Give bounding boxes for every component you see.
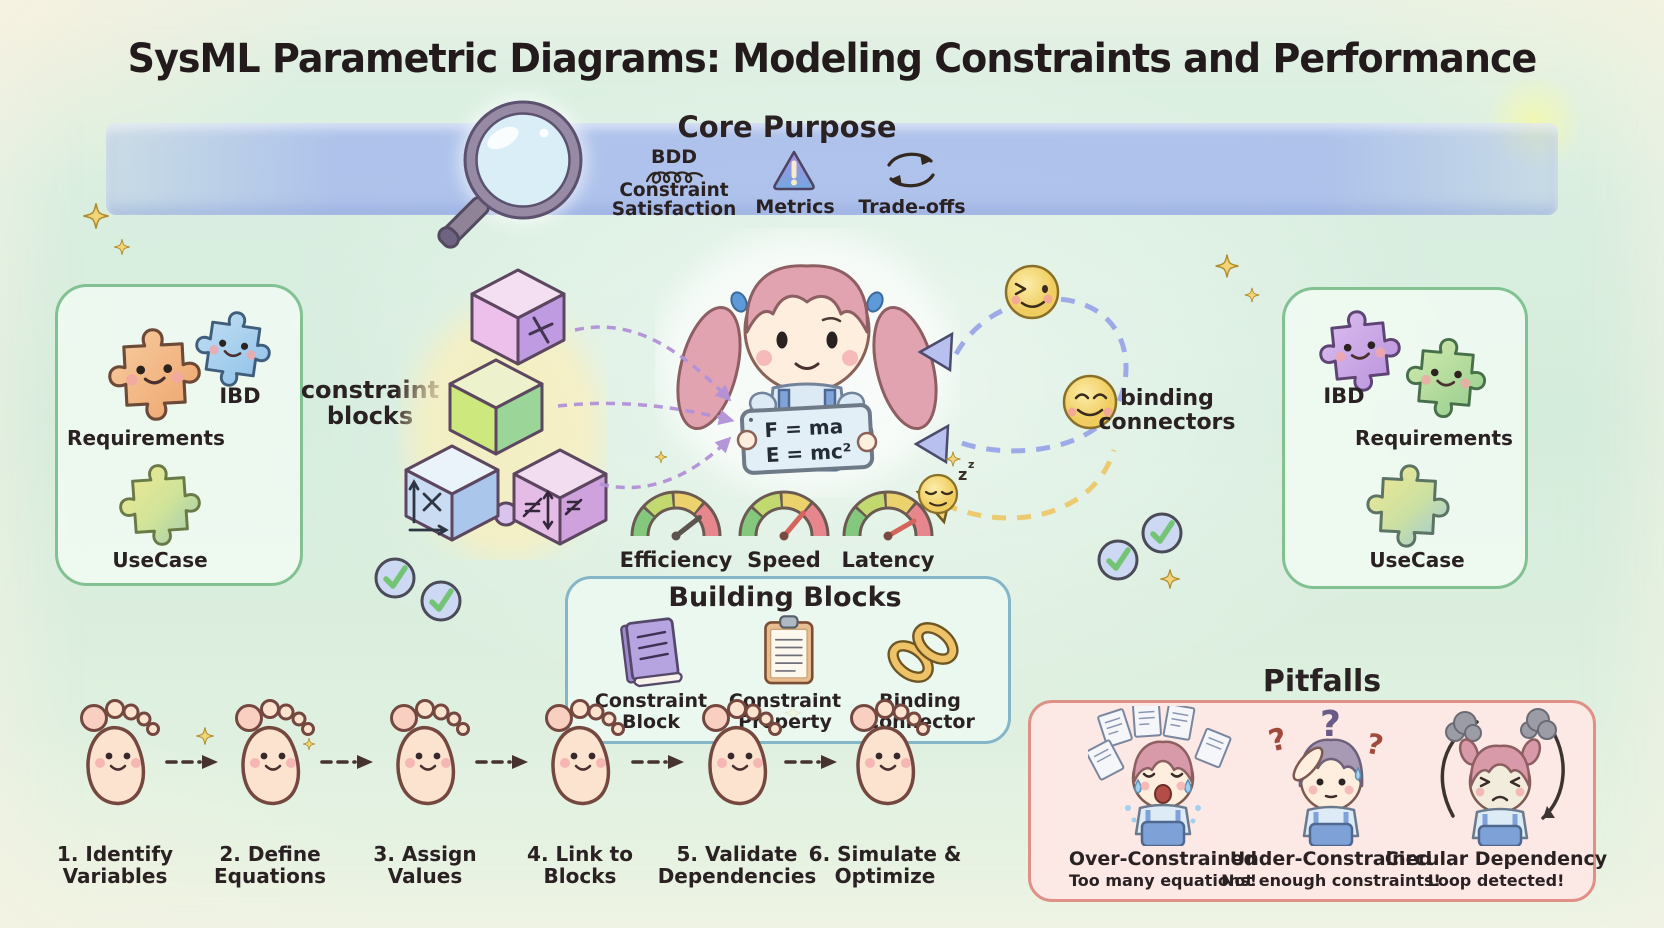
right-diagram-panel [1282,287,1528,589]
right-requirements-label: Requirements [1355,426,1513,450]
under-constrained-label: Under-Constrained [1229,848,1433,870]
footprint-step-3 [389,698,471,806]
step-5-label-2: Dependencies [657,864,817,888]
binding-connector-yellow-arc [942,449,1117,521]
footprint-step-1 [79,698,161,806]
magnifier-icon [437,96,587,249]
binding-connectors-label-2: connectors [1098,410,1236,435]
over-constrained-sub: Too many equations! [1068,871,1258,890]
over-constrained-character [1088,706,1232,846]
wink-emoji [1004,264,1060,320]
speed-label: Speed [747,548,821,572]
scribble-icon [645,171,704,184]
constraint-blocks-cubes [404,268,608,560]
chain-link-icon [887,622,959,683]
step-arrow-icon [475,753,530,771]
binding-connectors-label-1: binding [1120,386,1214,411]
right-usecase-label: UseCase [1369,548,1465,572]
question-mark: ? [1363,727,1386,763]
warning-triangle-icon [773,150,815,191]
girl-character: F = ma E = mc² [657,233,953,493]
question-mark: ? [1265,721,1290,759]
circular-dependency-label: Circular Dependency [1384,848,1608,870]
pitfalls-heading: Pitfalls [1262,664,1382,699]
step-3-label-2: Values [387,864,463,888]
footprint-step-6 [849,698,931,806]
sleep-z-2: z [968,458,974,471]
under-constrained-sub: Not enough constraints! [1221,871,1441,890]
under-constrained-character: ? ? ? [1265,706,1386,846]
check-icon [1099,541,1137,579]
left-ibd-label: IBD [219,384,261,408]
latency-label: Latency [841,548,935,572]
step-2-label-2: Equations [213,864,327,888]
check-icon [376,559,414,597]
left-requirements-label: Requirements [67,426,225,450]
circular-dependency-sub: Loop detected! [1427,871,1565,890]
question-mark: ? [1320,706,1341,745]
check-icon [422,582,460,620]
step-6-label-2: Optimize [834,864,936,888]
circular-dependency-character [1440,708,1565,846]
left-diagram-panel [55,284,303,586]
puzzle-requirements-right-icon [1402,334,1490,422]
left-usecase-label: UseCase [112,548,208,572]
step-2-label-1: 2. Define [219,842,321,866]
footprint-step-5 [701,698,783,806]
check-icon [1143,514,1181,552]
page-title: SysML Parametric Diagrams: Modeling Cons… [127,36,1538,82]
step-arrow-icon [631,753,686,771]
step-4-label-2: Blocks [543,864,617,888]
step-6-label-1: 6. Simulate & [808,842,962,866]
latency-gauge [838,480,938,542]
right-ibd-label: IBD [1323,384,1365,408]
building-blocks-heading: Building Blocks [668,582,902,613]
puzzle-usecase-right-icon [1364,462,1452,550]
bdd-line1: Constraint [619,180,729,201]
core-purpose-banner [106,123,1558,215]
step-arrow-icon [165,753,220,771]
constraint-blocks-label-2: blocks [326,402,414,430]
constraint-block-label-1: Constraint [594,690,708,712]
clipboard-icon [764,615,814,685]
core-purpose-heading: Core Purpose [677,110,897,144]
over-constrained-label: Over-Constrained [1068,848,1258,870]
step-4-label-1: 4. Link to [527,842,633,866]
footprint-step-2 [234,698,316,806]
speed-gauge [734,480,834,542]
step-5-label-1: 5. Validate [676,842,798,866]
footprint-step-4 [544,698,626,806]
bdd-label: BDD [650,146,698,168]
efficiency-label: Efficiency [619,548,733,572]
efficiency-gauge [626,480,726,542]
puzzle-usecase-left-icon [116,461,204,549]
step-arrow-icon [320,753,375,771]
step-3-label-1: 3. Assign [373,842,477,866]
trade-off-arrows-icon [887,152,935,188]
step-1-label-2: Variables [62,864,168,888]
tradeoffs-label: Trade-offs [858,196,966,218]
step-arrow-icon [784,753,839,771]
step-1-label-1: 1. Identify [56,842,174,866]
constraint-block-label-2: Block [622,711,680,733]
bdd-line2: Satisfaction [611,199,737,220]
book-icon [620,617,683,688]
tablet-equation-1: F = ma [764,414,844,442]
metrics-label: Metrics [755,196,835,218]
tablet-equation-2: E = mc² [765,439,852,467]
